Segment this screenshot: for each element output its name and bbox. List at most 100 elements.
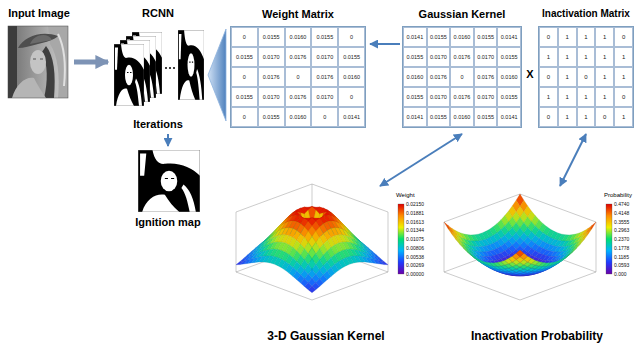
panel-title: RCNN [142,7,174,20]
surface-patch [293,212,301,216]
tick-label: 0.01344 [406,227,424,233]
tick-label: 0.2370 [614,236,629,242]
colorbar-title-box: Probability [604,192,632,199]
panel-caption: Iterations [133,118,183,131]
table-cell: 1 [558,47,577,67]
surface-patch [455,239,463,247]
axis-line [520,272,596,300]
weight-matrix: Weight Matrix00.01550.01600.015500.01550… [226,4,370,134]
table-cell: 0 [539,67,558,87]
table-cell: 0.0176 [474,67,498,87]
colorbar-ticks: 0.021500.018810.016130.013440.010750.008… [406,201,424,277]
matrix-table: 00.01550.01600.015500.01550.01700.01760.… [230,26,366,128]
table-cell: 1 [614,47,633,67]
surface-patch [474,257,482,263]
tick-label: 0.01613 [406,219,424,225]
axis-line [596,222,597,272]
tick-label: 0.1778 [614,245,629,251]
table-cell: 1 [595,27,614,47]
table-cell: 0.0155 [311,27,338,47]
flow-arrow [167,134,169,146]
table-cell: 1 [614,107,633,127]
table-cell: 0.0160 [403,67,427,87]
table-cell: 1 [539,87,558,107]
surface-patch [588,222,596,232]
table-cell: 0.0170 [427,87,451,107]
surface-mesh [444,194,596,276]
table-cell: 0.0170 [427,47,451,67]
multiply-sign: X [526,68,533,81]
tick-label: 0.000 [614,271,627,277]
input-photo [8,26,68,98]
table-cell: 0 [231,67,258,87]
rcnn-stack: RCNN Iterations [108,4,208,134]
tick-label: 0.2963 [614,227,629,233]
axis-line [236,212,237,272]
table-cell: 1 [577,87,596,107]
colorbar-title: Probability [604,192,632,199]
table-cell: 0 [577,67,596,87]
matrix-title: Weight Matrix [262,8,334,21]
surface-patch [573,242,581,250]
tick-label: 0.01075 [406,236,424,242]
tick-label: 0.00538 [406,254,424,260]
flow-arrow [74,60,108,65]
table-cell: 0.0170 [258,47,285,67]
matrix-title: Inactivation Matrix [542,8,630,20]
table-cell: 0.0155 [474,107,498,127]
table-cell: 1 [539,47,558,67]
colorbar-title: Weight [396,192,415,199]
table-cell: 0.0155 [231,47,258,67]
plot-axes [236,184,388,300]
label-box: X [524,68,536,81]
probability-surface [444,194,596,300]
table-cell: 0.0155 [403,47,427,67]
surface-patch [448,228,456,237]
table-cell: 0 [231,107,258,127]
table-cell: 0.0155 [474,27,498,47]
table-cell: 0.0141 [403,107,427,127]
relation-arrow [380,134,462,186]
surface-patch [577,237,585,245]
flow-arrow [370,43,400,45]
tick-label: 0.00806 [406,245,424,251]
table-cell: 0.0176 [258,67,285,87]
table-cell: 0.0160 [450,27,474,47]
table-cell: 1 [577,47,596,67]
surface-patch [471,255,479,261]
surface-patch [444,222,452,232]
table-cell: 1 [558,107,577,127]
surface-patch [308,286,316,293]
table-cell: 0.0160 [338,67,365,87]
table-cell: 0.0155 [258,27,285,47]
table-cell: 0.0176 [450,47,474,67]
surface-patch [467,250,475,256]
table-cell: 0 [338,87,365,107]
matrix-title: Gaussian Kernel [419,8,506,21]
table-cell: 1 [558,67,577,87]
table-cell: 0.0176 [285,87,312,107]
table-cell: 0.0160 [497,67,521,87]
axis-line [312,272,388,300]
table-cell: 1 [558,27,577,47]
tick-label: 0.0593 [614,262,629,268]
colorbar-title-box: Weight [396,192,415,199]
plot-title: 3-D Gaussian Kernel [267,329,384,343]
gaussian-surface-plot: 3-D Gaussian KernelWeight0.021500.018810… [226,186,426,346]
image-panel: Input Image [4,4,74,102]
tick-label: 0.1185 [614,254,629,260]
ignition-image [138,150,200,212]
relation-arrow [560,134,586,186]
surface-patch [459,242,467,250]
table-cell: 0.0141 [403,27,427,47]
surface-plots [236,184,596,300]
table-cell: 0 [614,27,633,47]
plot-title: Inactivation Probability [471,329,603,343]
table-cell: 1 [577,107,596,127]
table-cell: 0 [539,27,558,47]
tick-label: 0.4148 [614,210,629,216]
inactivation-matrix: Inactivation Matrix011101111101011111100… [536,4,636,134]
table-cell: 0 [595,107,614,127]
probability-surface-plot: Inactivation ProbabilityProbability0.474… [438,186,636,346]
